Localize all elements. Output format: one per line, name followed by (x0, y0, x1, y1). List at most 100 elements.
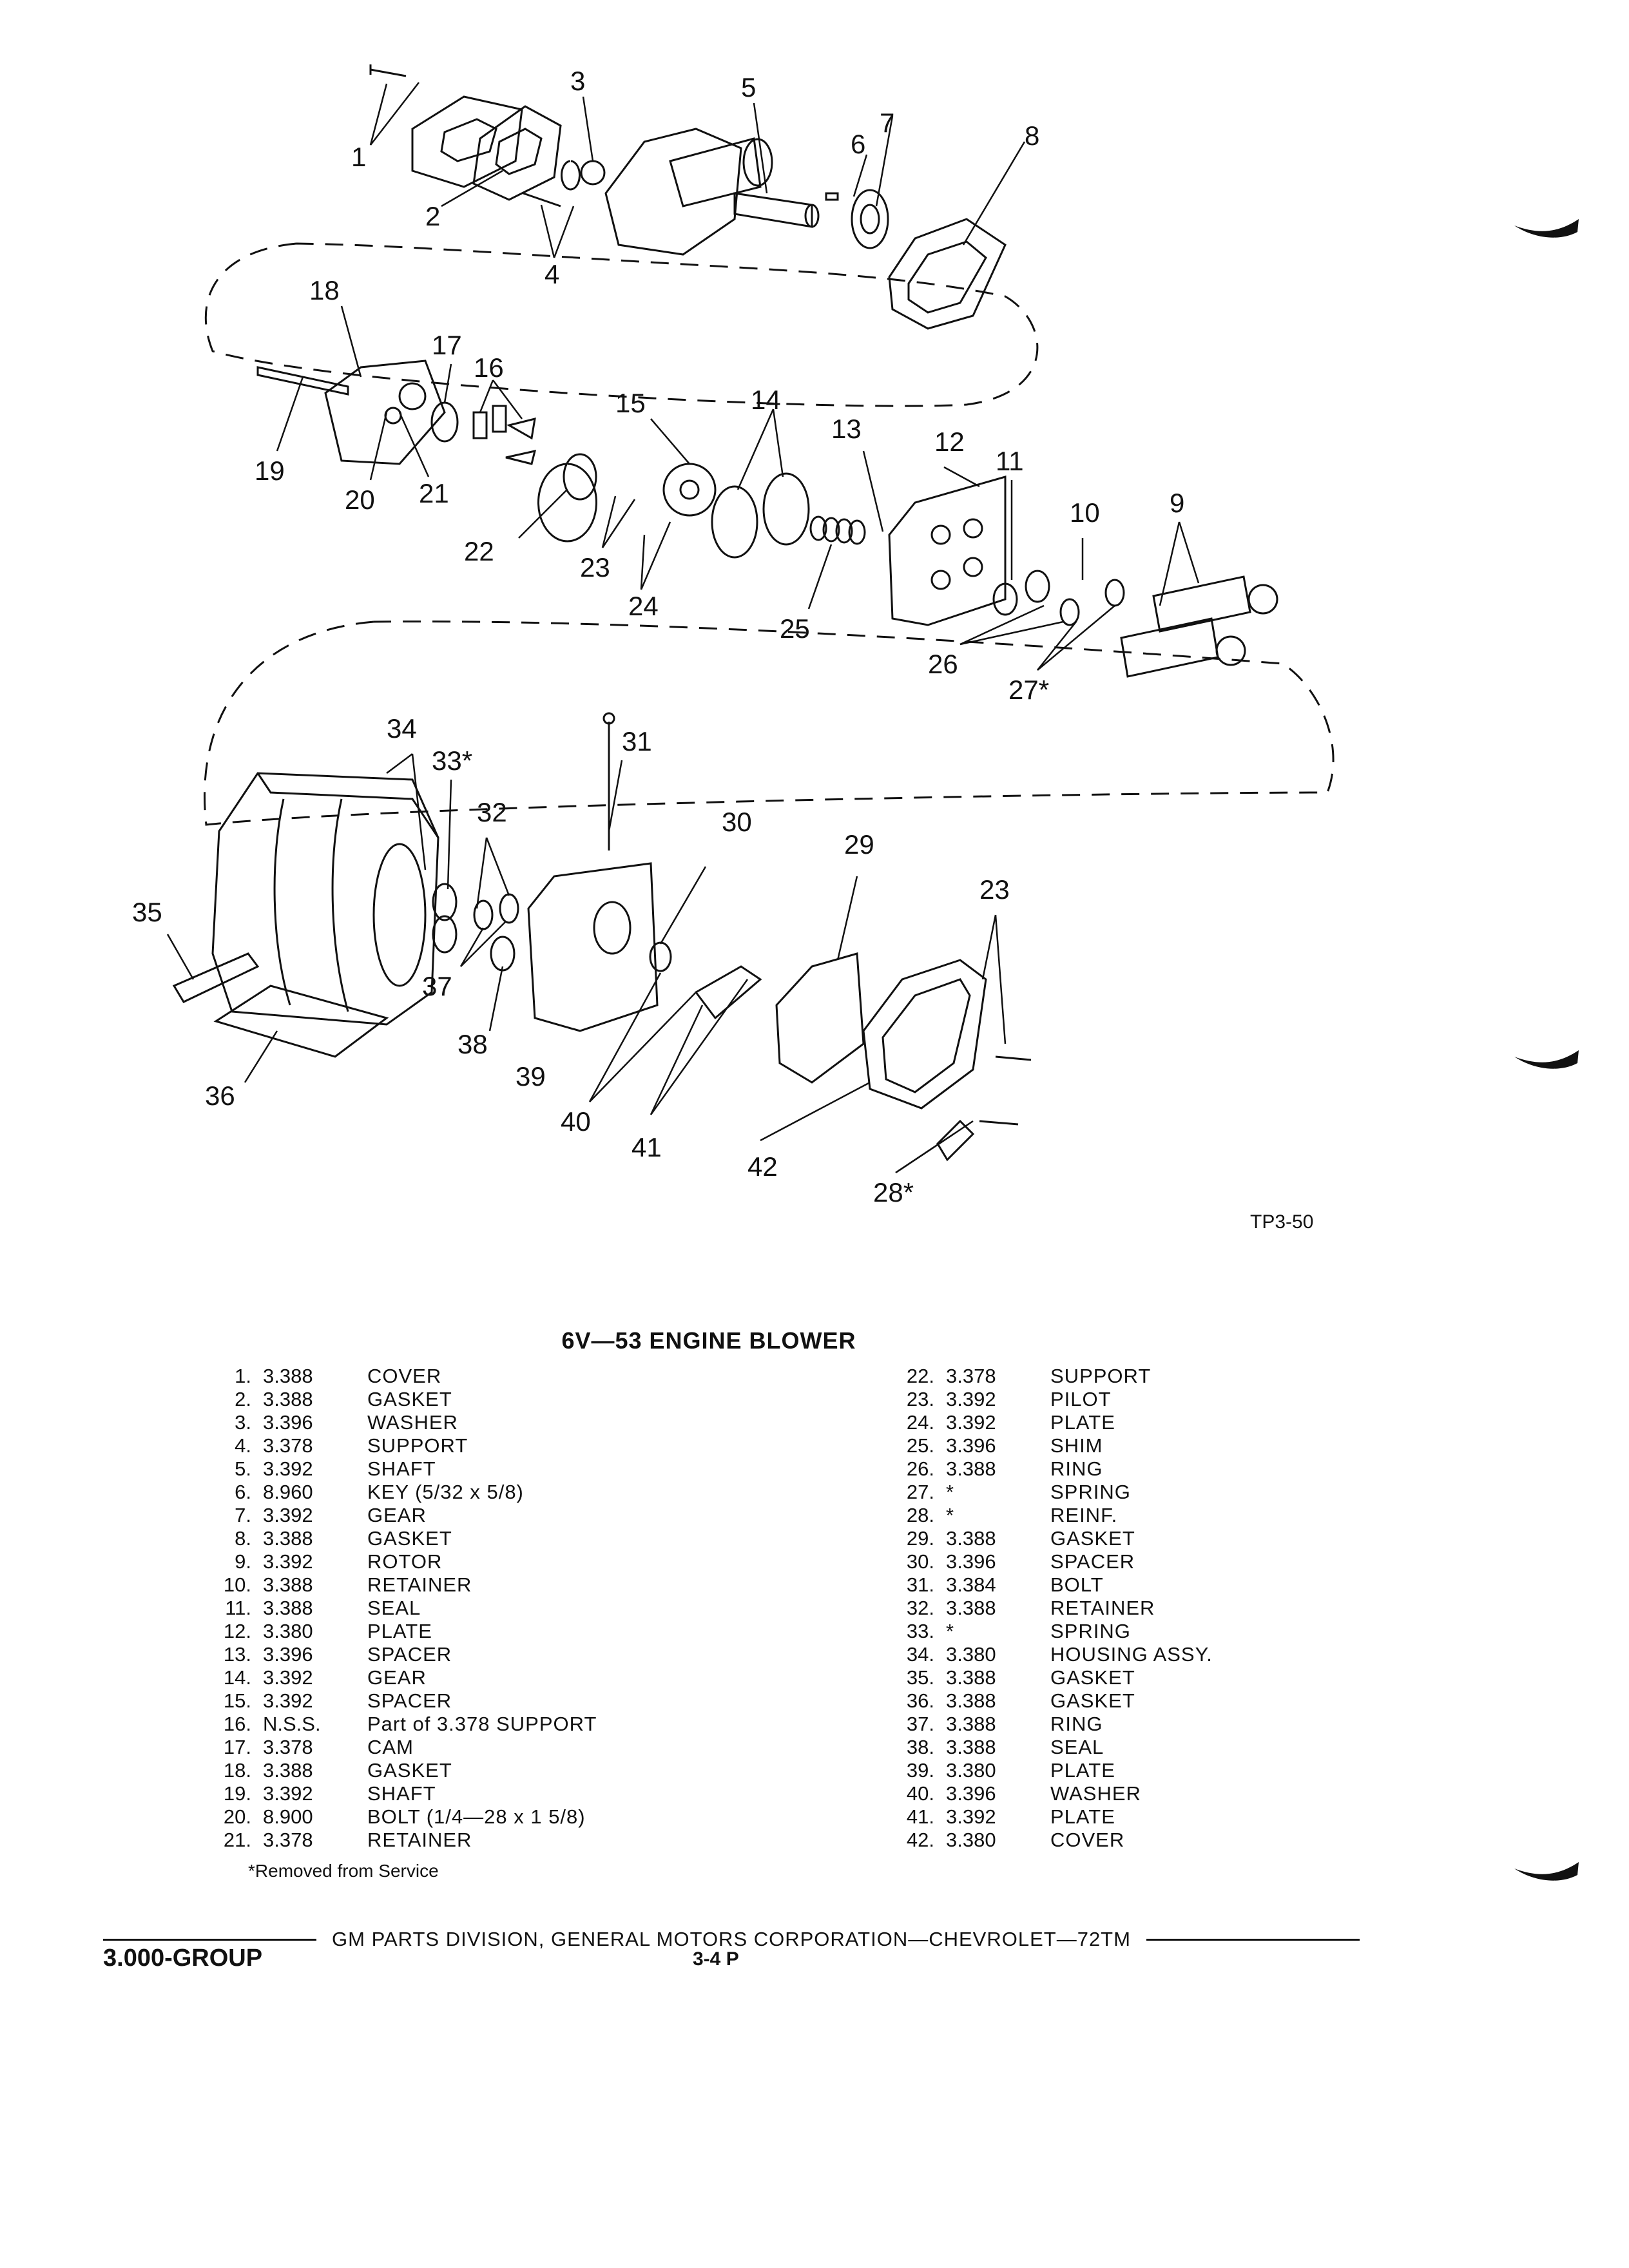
part-description: COVER (1050, 1829, 1125, 1851)
callout-26: 26 (928, 649, 958, 679)
part-description: COVER (367, 1365, 442, 1387)
part-description: RETAINER (1050, 1597, 1155, 1619)
part-group-code: 8.960 (263, 1481, 313, 1503)
part-plate-39 (527, 862, 659, 1032)
part-number: 11. (225, 1597, 251, 1619)
part-description: KEY (5/32 x 5/8) (367, 1481, 524, 1503)
part-group-code: 3.392 (263, 1782, 313, 1805)
part-description: PILOT (1050, 1388, 1112, 1410)
part-housing-34 (211, 772, 439, 1026)
part-group-code: 3.388 (946, 1666, 996, 1689)
callout-19: 19 (255, 456, 285, 486)
part-number: 30. (906, 1550, 934, 1573)
parts-list-row: 27.*SPRING (889, 1481, 1213, 1504)
part-number: 16. (223, 1713, 251, 1735)
parts-list-row: 11. 3.388 SEAL (206, 1597, 597, 1620)
part-support-22 (537, 453, 597, 543)
part-support-4 (523, 128, 773, 256)
part-number: 26. (906, 1457, 934, 1480)
part-description: CAM (367, 1736, 414, 1758)
part-number: 37. (906, 1713, 934, 1735)
part-description: GEAR (367, 1666, 427, 1689)
callout-41: 41 (631, 1132, 662, 1162)
part-number: 28. (906, 1504, 934, 1526)
footer-line: GM PARTS DIVISION, GENERAL MOTORS CORPOR… (103, 1928, 1360, 1951)
part-description: RETAINER (367, 1829, 472, 1851)
parts-list-title: 6V—53 ENGINE BLOWER (561, 1327, 856, 1354)
footnote: *Removed from Service (248, 1861, 439, 1881)
part-number: 8. (235, 1527, 251, 1550)
part-number: 5. (235, 1457, 251, 1480)
figure-code: TP3-50 (1250, 1211, 1314, 1233)
part-springs-27 (1059, 579, 1125, 626)
part-number: 18. (223, 1759, 251, 1782)
binder-mark-middle (1514, 1050, 1579, 1069)
callout-27: 27* (1008, 675, 1049, 705)
part-description: Part of 3.378 SUPPORT (367, 1713, 597, 1735)
part-number: 9. (235, 1550, 251, 1573)
part-number: 34. (906, 1643, 934, 1666)
part-description: SPRING (1050, 1620, 1131, 1642)
part-group-code: 3.388 (946, 1597, 996, 1619)
part-description: GASKET (1050, 1527, 1135, 1550)
part-seal-11 (992, 570, 1050, 616)
part-group-code: 3.378 (263, 1736, 313, 1758)
part-group-code: 3.388 (263, 1597, 313, 1619)
callout-36: 36 (205, 1081, 235, 1111)
footer-rule-right (1146, 1938, 1360, 1941)
part-description: SPACER (367, 1643, 452, 1666)
part-number: 15. (223, 1689, 251, 1712)
part-shaft-5 (733, 192, 820, 228)
callout-7: 7 (880, 108, 894, 138)
part-group-code: 3.388 (946, 1713, 996, 1735)
part-number: 10. (223, 1573, 251, 1596)
part-group-code: 8.900 (263, 1805, 313, 1828)
callout-6: 6 (851, 129, 865, 159)
part-description: GEAR (367, 1504, 427, 1526)
part-number: 4. (235, 1434, 251, 1457)
callout-28: 28* (873, 1177, 914, 1207)
part-bolts-23-28 (936, 1055, 1032, 1162)
callout-11: 11 (996, 446, 1024, 476)
part-description: BOLT (1050, 1573, 1104, 1596)
part-description: SPACER (1050, 1550, 1135, 1573)
part-number: 39. (906, 1759, 934, 1782)
part-washer-40 (649, 941, 672, 972)
part-number: 3. (235, 1411, 251, 1434)
callout-23-lower: 23 (979, 874, 1010, 905)
part-number: 40. (906, 1782, 934, 1805)
callout-10: 10 (1070, 497, 1100, 528)
part-number: 36. (906, 1689, 934, 1712)
part-description: SEAL (367, 1597, 421, 1619)
part-group-code: 3.388 (263, 1759, 313, 1782)
callout-37: 37 (422, 971, 452, 1001)
part-number: 38. (906, 1736, 934, 1758)
exploded-parts-diagram: 1 2 3 4 5 6 7 8 9 10 11 12 13 14 15 16 1… (132, 64, 1335, 1207)
part-group-code: 3.396 (263, 1411, 313, 1434)
part-description: GASKET (367, 1759, 452, 1782)
part-key-6 (825, 192, 839, 201)
part-group-code: 3.396 (946, 1550, 996, 1573)
part-group-code: 3.392 (263, 1689, 313, 1712)
callout-9: 9 (1170, 488, 1184, 518)
callout-4: 4 (545, 259, 559, 289)
part-group-code: 3.392 (263, 1457, 313, 1480)
part-group-code: * (946, 1481, 954, 1503)
callout-5: 5 (741, 72, 756, 102)
part-description: PLATE (1050, 1805, 1115, 1828)
part-group-code: 3.392 (263, 1550, 313, 1573)
part-number: 41. (906, 1805, 934, 1828)
part-description: SHAFT (367, 1457, 436, 1480)
part-number: 20. (223, 1805, 251, 1828)
